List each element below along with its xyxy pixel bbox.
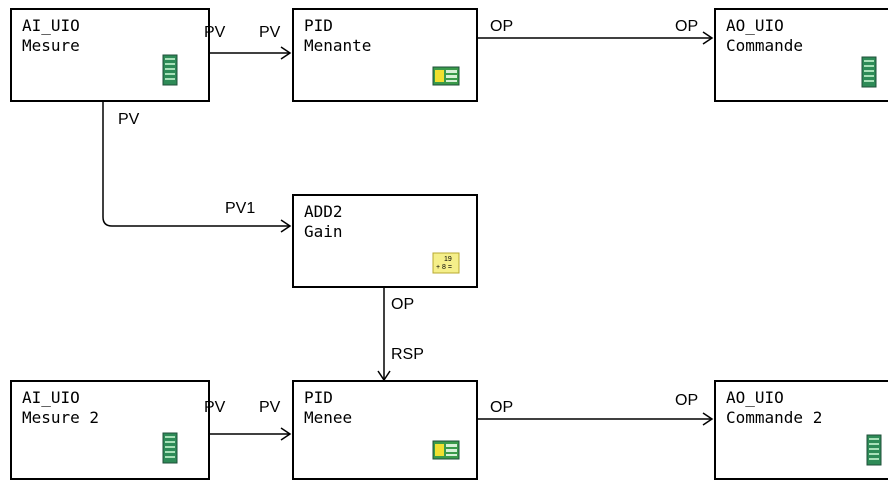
block-pid-menante[interactable]: PID Menante: [292, 8, 478, 102]
calculator-icon: 19 + 8 =: [432, 252, 460, 279]
port-label-pid2-pv-in: PV: [259, 399, 281, 416]
block-add2-gain-text: ADD2 Gain: [304, 202, 343, 242]
arrow-add-pv1: [280, 219, 292, 233]
block-ao-commande-text: AO_UIO Commande: [726, 16, 803, 56]
io-module-icon: [861, 56, 877, 93]
wire-ai1-to-add: [102, 102, 290, 227]
calculator-icon-text-bottom: + 8 =: [436, 264, 452, 271]
port-label-add-op-out: OP: [391, 296, 415, 313]
block-ai-mesure[interactable]: AI_UIO Mesure: [10, 8, 210, 102]
port-label-add-pv1-in: PV1: [225, 200, 256, 217]
block-type: PID: [304, 16, 333, 35]
port-label-ao1-op-in: OP: [675, 18, 699, 35]
block-ao-commande[interactable]: AO_UIO Commande: [714, 8, 888, 102]
block-ai-mesure-2-text: AI_UIO Mesure 2: [22, 388, 99, 428]
block-pid-menante-text: PID Menante: [304, 16, 371, 56]
io-module-icon: [162, 54, 178, 91]
pid-controller-icon: [432, 440, 460, 465]
port-label-ao2-op-in: OP: [675, 392, 699, 409]
block-pid-menee[interactable]: PID Menee: [292, 380, 478, 480]
block-type: AO_UIO: [726, 16, 784, 35]
block-name: Gain: [304, 222, 343, 241]
block-name: Menante: [304, 36, 372, 55]
block-pid-menee-text: PID Menee: [304, 388, 352, 428]
block-ai-mesure-text: AI_UIO Mesure: [22, 16, 80, 56]
port-label-pid1-op-out: OP: [490, 18, 514, 35]
block-type: AI_UIO: [22, 388, 80, 407]
block-name: Commande: [726, 36, 804, 55]
block-type: PID: [304, 388, 333, 407]
arrow-pid1-pv: [280, 46, 292, 60]
block-name: Mesure 2: [22, 408, 100, 427]
port-label-ai1-pv: PV: [204, 24, 226, 41]
block-ai-mesure-2[interactable]: AI_UIO Mesure 2: [10, 380, 210, 480]
block-name: Commande 2: [726, 408, 823, 427]
port-label-pid1-pv-in: PV: [259, 24, 281, 41]
arrow-ao1-op: [702, 31, 714, 45]
block-name: Mesure: [22, 36, 80, 55]
block-ao-commande-2-text: AO_UIO Commande 2: [726, 388, 822, 428]
block-name: Menee: [304, 408, 353, 427]
port-label-ai1-pv-down: PV: [118, 111, 140, 128]
port-label-pid2-op-out: OP: [490, 399, 514, 416]
calculator-icon-text-top: 19: [444, 256, 452, 263]
block-ao-commande-2[interactable]: AO_UIO Commande 2: [714, 380, 888, 480]
block-type: AO_UIO: [726, 388, 784, 407]
port-label-pid2-rsp-in: RSP: [391, 346, 424, 363]
block-type: ADD2: [304, 202, 343, 221]
block-type: AI_UIO: [22, 16, 80, 35]
port-label-ai2-pv: PV: [204, 399, 226, 416]
pid-controller-icon: [432, 66, 460, 91]
io-module-icon: [866, 434, 882, 471]
block-add2-gain[interactable]: ADD2 Gain 19 + 8 =: [292, 194, 478, 288]
arrow-ao2-op: [702, 412, 714, 426]
io-module-icon: [162, 432, 178, 469]
arrow-pid2-pv: [280, 427, 292, 441]
